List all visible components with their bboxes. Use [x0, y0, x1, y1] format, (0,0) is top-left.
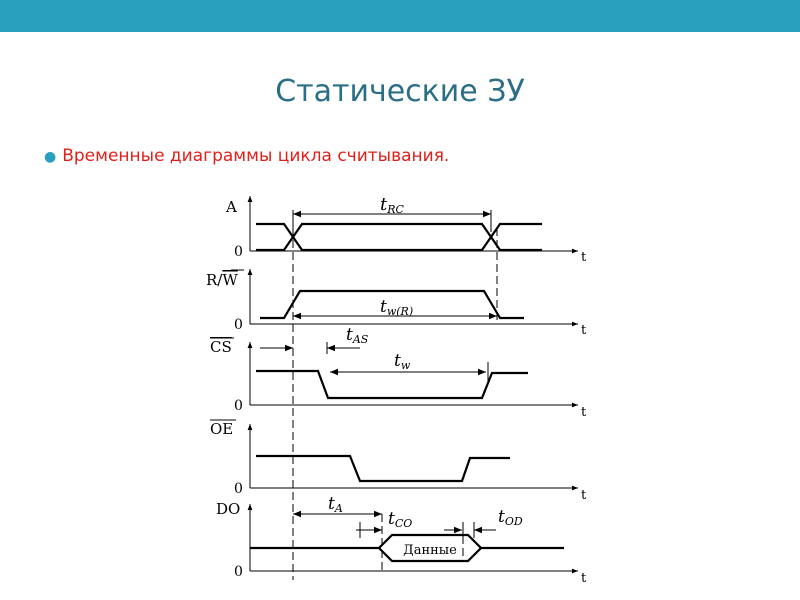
tw-label: tw — [394, 351, 411, 372]
do-zero: 0 — [234, 564, 243, 580]
rw-axis-t: t — [581, 323, 587, 338]
cs-axis-t: t — [581, 405, 587, 420]
signal-oe: OE 0 t — [210, 419, 587, 503]
address-label: A — [225, 198, 237, 216]
signal-rw: R/W 0 t tw(R) — [206, 269, 587, 338]
signal-cs: CS 0 t tAS tw — [210, 325, 587, 420]
bullet-item: ● Временные диаграммы цикла считывания. — [44, 146, 449, 166]
timing-diagram: A 0 t tRC R/W 0 t tw(R) CS 0 t tAS tw — [204, 188, 600, 586]
oe-axis-t: t — [581, 488, 587, 503]
top-bar — [0, 0, 800, 32]
slide-title: Статические ЗУ — [275, 74, 525, 109]
rw-zero: 0 — [234, 317, 243, 333]
signal-do: DO 0 t Данные tA tCO tOD — [216, 494, 587, 586]
tas-label: tAS — [346, 325, 369, 346]
twr-label: tw(R) — [380, 297, 413, 318]
oe-label: OE — [210, 420, 233, 438]
do-label: DO — [216, 500, 240, 518]
data-window-label: Данные — [403, 543, 457, 558]
bullet-text: Временные диаграммы цикла считывания. — [62, 146, 450, 166]
bullet-dot-icon: ● — [44, 149, 57, 165]
oe-zero: 0 — [234, 481, 243, 497]
do-axis-t: t — [581, 571, 587, 586]
guide-lines — [292, 216, 498, 580]
tco-label: tCO — [388, 509, 412, 530]
ta-label: tA — [328, 494, 343, 515]
address-axis-t: t — [581, 250, 587, 265]
signal-address: A 0 t tRC — [225, 194, 587, 265]
trc-label: tRC — [380, 194, 405, 216]
tod-label: tOD — [498, 507, 523, 528]
cs-zero: 0 — [234, 398, 243, 414]
rw-label: R/W — [206, 271, 238, 289]
cs-label: CS — [210, 338, 232, 356]
timing-diagram-svg: A 0 t tRC R/W 0 t tw(R) CS 0 t tAS tw — [206, 194, 587, 586]
address-zero: 0 — [234, 244, 243, 260]
